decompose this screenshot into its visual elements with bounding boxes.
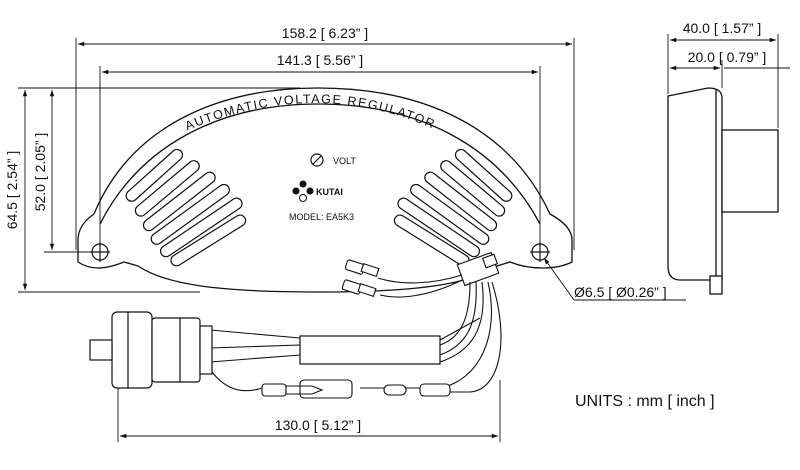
- regulator-body: [77, 87, 573, 293]
- units-note: UNITS : mm [ inch ]: [575, 393, 715, 410]
- dim-overall-height: 64.5 [ 2.54” ]: [4, 151, 20, 230]
- kutai-logo-icon: [292, 180, 314, 202]
- inline-connector: [261, 379, 353, 399]
- heat-shrink-sleeve: [299, 335, 441, 365]
- dim-inner-height: 52.0 [ 2.05” ]: [32, 133, 48, 212]
- side-view-tab: [709, 275, 723, 295]
- spade-connector-upper: [344, 259, 380, 277]
- mounting-hole-right: [530, 242, 550, 262]
- volt-label: VOLT: [333, 156, 356, 166]
- side-view-body: [667, 87, 723, 281]
- volt-adjust-screw-icon[interactable]: [310, 153, 324, 167]
- dim-side-depth: 40.0 [ 1.57” ]: [683, 20, 762, 36]
- spade-connector-lower: [341, 279, 377, 297]
- dim-hole-spacing: 141.3 [ 5.56” ]: [277, 52, 363, 68]
- bullet-connector: [383, 383, 451, 397]
- brand-name: KUTAI: [316, 187, 343, 197]
- mounting-hole-left: [90, 242, 110, 262]
- dimension-lines: [18, 34, 790, 442]
- vent-slots-left: [125, 148, 247, 267]
- dim-hole-diameter: Ø6.5 [ Ø0.26” ]: [574, 284, 667, 300]
- dim-side-body-depth: 20.0 [ 0.79” ]: [688, 49, 767, 65]
- body-outline: [77, 87, 573, 293]
- dim-wire-length: 130.0 [ 5.12” ]: [275, 417, 361, 433]
- model-label: MODEL: EA5K3: [289, 212, 354, 222]
- vent-slots-right: [393, 148, 513, 267]
- body-inner-outline: [99, 103, 541, 225]
- wire-harness: [209, 251, 502, 393]
- main-plug-connector: [89, 311, 213, 389]
- side-view: [667, 87, 779, 295]
- regulator-title: AUTOMATIC VOLTAGE REGULATOR: [183, 92, 438, 133]
- side-view-back-plate: [721, 129, 779, 213]
- regulator-title-text: AUTOMATIC VOLTAGE REGULATOR: [183, 92, 436, 133]
- dim-overall-width: 158.2 [ 6.23” ]: [282, 25, 368, 41]
